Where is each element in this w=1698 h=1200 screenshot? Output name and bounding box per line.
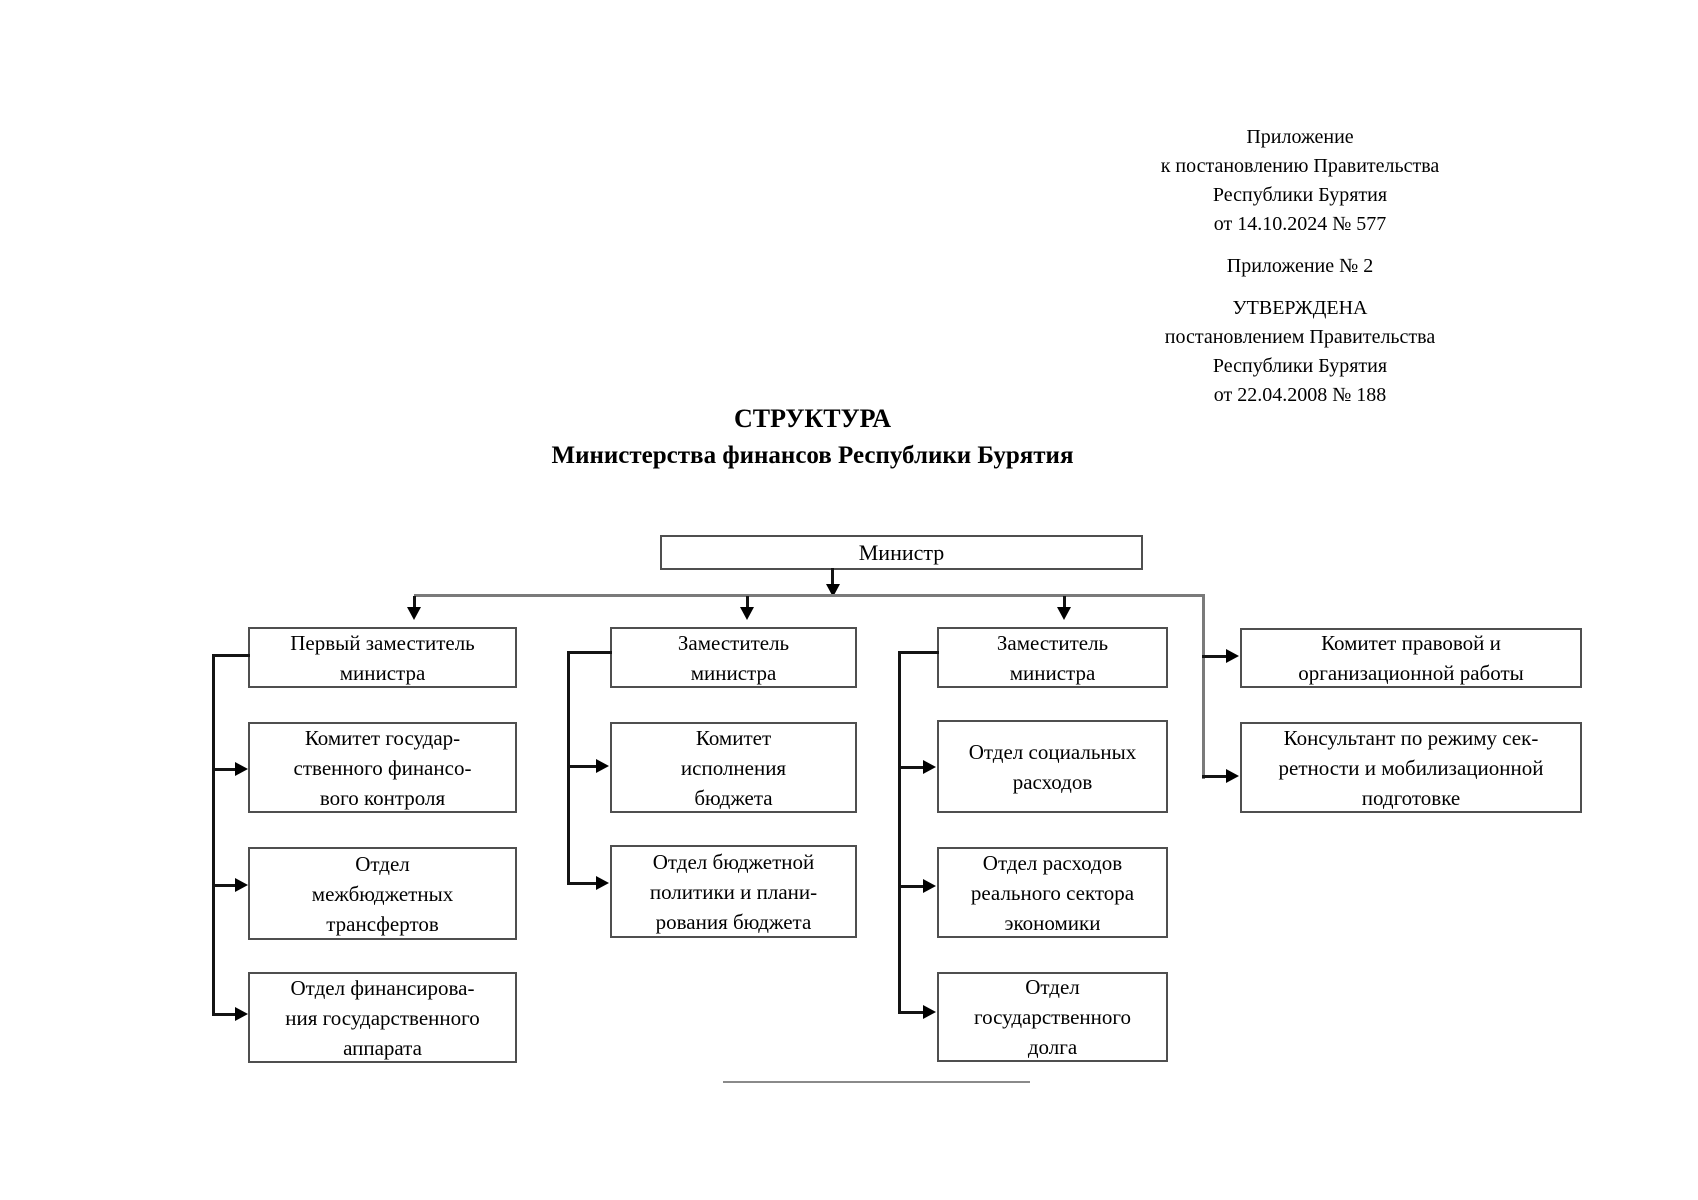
node-social-expenditures-dept: Отдел социальных расходов — [937, 720, 1168, 813]
appendix-reference: Приложение к постановлению Правительства… — [1020, 123, 1580, 239]
arrow-right-col3-a3-icon — [923, 1005, 936, 1019]
header-line: от 22.04.2008 № 188 — [1213, 384, 1387, 406]
connector-col2-a2 — [567, 882, 597, 885]
header-reference-block: Приложение к постановлению Правительства… — [1020, 123, 1580, 423]
arrow-down-root-icon — [826, 584, 840, 597]
connector-main-rail — [414, 594, 1205, 597]
node-first-deputy-minister: Первый заместитель министра — [248, 627, 517, 688]
node-interbudget-transfers-dept: Отдел межбюджетных трансфертов — [248, 847, 517, 940]
connector-col1-a1 — [212, 768, 236, 771]
header-line: Приложение — [1246, 126, 1354, 148]
header-line: УТВЕРЖДЕНА — [1232, 297, 1368, 319]
arrow-right-col2-a2-icon — [596, 876, 609, 890]
node-deputy-minister-3: Заместитель министра — [937, 627, 1168, 688]
arrow-right-col1-a1-icon — [235, 762, 248, 776]
appendix-number: Приложение № 2 — [1020, 252, 1580, 281]
footnote-rule — [723, 1081, 1030, 1083]
arrow-down-col2-icon — [740, 607, 754, 620]
arrow-right-col1-a2-icon — [235, 878, 248, 892]
node-secrecy-mobilization-consultant: Консультант по режиму сек- ретности и мо… — [1240, 722, 1582, 813]
title-line-2: Министерства финансов Республики Бурятия — [551, 442, 1074, 469]
connector-side2-stem — [1202, 775, 1226, 778]
arrow-right-col3-a2-icon — [923, 879, 936, 893]
header-line: от 14.10.2024 № 577 — [1213, 213, 1387, 235]
node-state-apparatus-financing-dept: Отдел финансирова- ния государственного … — [248, 972, 517, 1063]
approval-reference: УТВЕРЖДЕНА постановлением Правительства … — [1020, 294, 1580, 410]
node-minister: Министр — [660, 535, 1143, 570]
connector-col3-link — [898, 651, 939, 654]
arrow-right-side2-icon — [1226, 769, 1239, 783]
connector-col2-link — [567, 651, 612, 654]
arrow-right-col3-a1-icon — [923, 760, 936, 774]
node-state-debt-dept: Отдел государственного долга — [937, 972, 1168, 1062]
arrow-right-col2-a1-icon — [596, 759, 609, 773]
page-title: СТРУКТУРА Министерства финансов Республи… — [420, 401, 1205, 474]
connector-col1-a3 — [212, 1013, 236, 1016]
connector-col2-a1 — [567, 765, 597, 768]
connector-col1-a2 — [212, 884, 236, 887]
arrow-down-col1-icon — [407, 607, 421, 620]
connector-col3-a3 — [898, 1011, 924, 1014]
connector-root-stem — [831, 568, 834, 585]
header-line: Республики Бурятия — [1212, 355, 1388, 377]
connector-col3-a1 — [898, 766, 924, 769]
connector-col2-spine — [567, 651, 570, 885]
connector-drop-col3 — [1063, 596, 1066, 607]
arrow-right-col1-a3-icon — [235, 1007, 248, 1021]
connector-col3-spine — [898, 651, 901, 1014]
node-real-sector-expenditures-dept: Отдел расходов реального сектора экономи… — [937, 847, 1168, 938]
node-state-financial-control-committee: Комитет государ- ственного финансо- вого… — [248, 722, 517, 813]
node-deputy-minister-2: Заместитель министра — [610, 627, 857, 688]
connector-col3-a2 — [898, 885, 924, 888]
arrow-down-col3-icon — [1057, 607, 1071, 620]
node-budget-execution-committee: Комитет исполнения бюджета — [610, 722, 857, 813]
header-line: постановлением Правительства — [1164, 326, 1436, 348]
node-legal-organizational-committee: Комитет правовой и организационной работ… — [1240, 628, 1582, 688]
header-line: Приложение № 2 — [1226, 255, 1374, 277]
connector-right-spine — [1202, 594, 1205, 779]
connector-col1-link — [212, 654, 250, 657]
node-budget-policy-planning-dept: Отдел бюджетной политики и плани- ровани… — [610, 845, 857, 938]
header-line: Республики Бурятия — [1212, 184, 1388, 206]
connector-col1-spine — [212, 654, 215, 1016]
connector-side1-stem — [1202, 655, 1226, 658]
arrow-right-side1-icon — [1226, 649, 1239, 663]
connector-drop-col2 — [746, 596, 749, 607]
header-line: к постановлению Правительства — [1160, 155, 1440, 177]
title-line-1: СТРУКТУРА — [733, 404, 892, 433]
connector-drop-col1 — [413, 596, 416, 607]
